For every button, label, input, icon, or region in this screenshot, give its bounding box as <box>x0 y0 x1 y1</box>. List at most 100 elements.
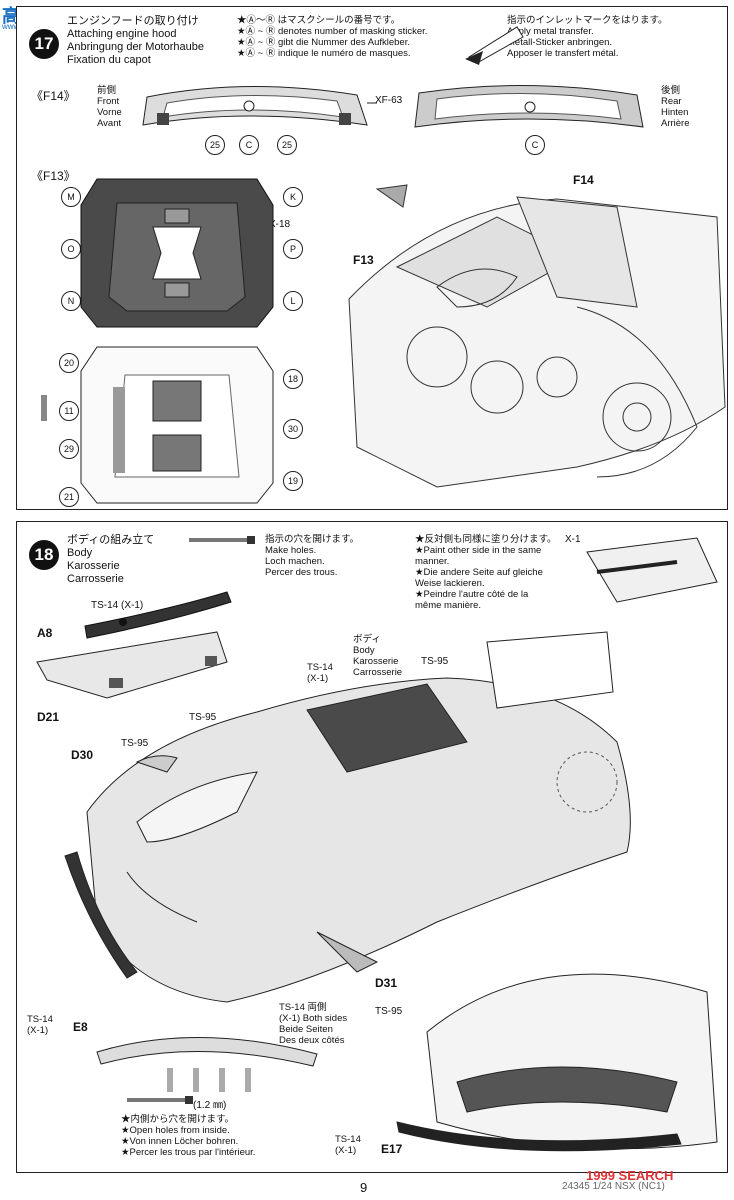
front-bumper-view <box>396 973 718 1152</box>
label-line: Arrière <box>661 118 690 129</box>
title-jp: エンジンフードの取り付け <box>67 15 199 27</box>
label-line: TS-14 <box>335 1134 361 1145</box>
page-number: 9 <box>360 1180 368 1195</box>
inside-holes-note: ★内側から穴を開けます。 ★Open holes from inside. ★V… <box>121 1114 255 1158</box>
label-line: Front <box>97 96 120 107</box>
step-17-title: エンジンフードの取り付け Attaching engine hood Anbri… <box>67 15 204 67</box>
note-line: ★Ⓐ ~ Ⓡ gibt die Nummer des Aufkleber. <box>237 37 410 48</box>
f14-rear-part <box>414 84 644 128</box>
part-f13-label: F13 <box>353 253 374 267</box>
both-sides-note: TS-14 両側 (X-1) Both sides Beide Seiten D… <box>279 1002 347 1046</box>
f13-hood-part <box>80 178 274 328</box>
mask-callout: C <box>239 135 259 155</box>
drill-size: (1.2 ㎜) <box>193 1100 227 1111</box>
decal-callout-11: 11 <box>59 401 79 421</box>
label-line: Karosserie <box>353 656 399 667</box>
part-e17-label: E17 <box>381 1142 403 1156</box>
label-line: Beide Seiten <box>279 1024 333 1035</box>
step-18-drawings <box>36 536 718 1152</box>
label-line: Vorne <box>97 107 122 118</box>
note-line: ★Paint other side in the same <box>415 545 542 556</box>
mask-callout-m: M <box>61 187 81 207</box>
f14-label: 《F14》 <box>31 89 76 103</box>
step-17-number: 17 <box>29 29 59 59</box>
note-line: ★反対側も同様に塗り分けます。 <box>415 534 557 545</box>
part-f14-label: F14 <box>573 173 594 187</box>
label-line: Avant <box>97 118 122 129</box>
note-line: 指示のインレットマークをはります。 <box>507 15 668 26</box>
note-line: Apposer le transfert métal. <box>507 48 619 59</box>
car-body-illustration <box>64 631 631 1003</box>
label-line: TS-14 両側 <box>279 1002 327 1013</box>
note-line: ★Die andere Seite auf gleiche <box>415 567 543 578</box>
paint-other-side-note: ★反対側も同様に塗り分けます。 ★Paint other side in the… <box>415 534 557 611</box>
decal-callout-21: 21 <box>59 487 79 507</box>
title-jp: ボディの組み立て <box>67 534 155 546</box>
metal-transfer-note: 指示のインレットマークをはります。 Apply metal transfer. … <box>507 15 668 59</box>
label-line: TS-14 <box>27 1014 53 1025</box>
note-line: manner. <box>415 556 450 567</box>
f13-hood-decal-view <box>41 346 274 504</box>
ts95-paint-d31: TS-95 <box>375 1006 403 1017</box>
label-line: (X-1) <box>307 673 329 684</box>
step-18-title: ボディの組み立て Body Karosserie Carrosserie <box>67 534 154 586</box>
engine-bay-illustration <box>348 184 726 488</box>
title-fr: Fixation du capot <box>67 54 151 66</box>
part-d21-label: D21 <box>37 710 60 724</box>
label-line: (X-1) Both sides <box>279 1013 348 1024</box>
note-line: ★Ⓐ ~ Ⓡ indique le numéro de masques. <box>237 48 411 59</box>
title-en: Attaching engine hood <box>67 28 177 40</box>
note-line: Loch machen. <box>265 556 325 567</box>
masking-note: ★Ⓐ～Ⓡ はマスクシールの番号です。 ★Ⓐ ~ Ⓡ denotes number… <box>237 15 427 59</box>
body-label: ボディ Body Karosserie Carrosserie <box>353 634 402 678</box>
drill-bit-icon <box>127 1096 193 1104</box>
f13-label: 《F13》 <box>31 169 76 183</box>
title-de: Anbringung der Motorhaube <box>67 41 204 53</box>
step-17-drawings <box>41 26 726 504</box>
note-line: Percer des trous. <box>265 567 338 578</box>
decal-callout: 25 <box>205 135 225 155</box>
ts14-roof-paint: TS-14 (X-1) <box>307 662 333 684</box>
label-line: 前側 <box>97 85 117 96</box>
label-line: TS-14 <box>307 662 333 673</box>
mask-callout-k: K <box>283 187 303 207</box>
label-line: ボディ <box>353 634 381 645</box>
title-fr: Carrosserie <box>67 573 124 585</box>
note-line: même manière. <box>415 600 481 611</box>
note-line: 指示の穴を開けます。 <box>265 534 360 545</box>
label-line: Rear <box>661 96 682 107</box>
mask-callout-l: L <box>283 291 303 311</box>
kit-code: 24345 1/24 NSX (NC1) <box>562 1181 665 1192</box>
make-holes-note: 指示の穴を開けます。 Make holes. Loch machen. Perc… <box>265 534 359 578</box>
label-line: 後側 <box>661 85 681 96</box>
decal-callout: 25 <box>277 135 297 155</box>
step-17-panel: 17 エンジンフードの取り付け Attaching engine hood An… <box>16 6 728 510</box>
ts95-paint-d21: TS-95 <box>189 712 217 723</box>
note-line: ★Percer les trous par l'intérieur. <box>121 1147 256 1158</box>
note-line: Make holes. <box>265 545 317 556</box>
part-e8-label: E8 <box>73 1020 88 1034</box>
front-label: 前側 Front Vorne Avant <box>97 85 122 129</box>
decal-callout-19: 19 <box>283 471 303 491</box>
ts14-e17-paint: TS-14 (X-1) <box>335 1134 361 1156</box>
part-d30-label: D30 <box>71 748 94 762</box>
part-d31-label: D31 <box>375 976 398 990</box>
ts14-x1-paint: TS-14 (X-1) <box>91 600 144 611</box>
note-line: ★Peindre l'autre côté de la <box>415 589 529 600</box>
mask-callout: C <box>525 135 545 155</box>
note-line: ★Ⓐ ~ Ⓡ denotes number of masking sticker… <box>237 26 428 37</box>
note-line: ★Von innen Löcher bohren. <box>121 1136 239 1147</box>
label-line: Body <box>353 645 375 656</box>
note-line: Weise lackieren. <box>415 578 485 589</box>
note-line: ★Open holes from inside. <box>121 1125 230 1136</box>
note-line: ★内側から穴を開けます。 <box>121 1114 235 1125</box>
label-line: Des deux côtés <box>279 1035 345 1046</box>
title-de: Karosserie <box>67 560 120 572</box>
step-18-number: 18 <box>29 540 59 570</box>
x18-paint: X-18 <box>269 219 291 230</box>
decal-callout-29: 29 <box>59 439 79 459</box>
f14-front-part <box>142 85 368 126</box>
label-line: Hinten <box>661 107 689 118</box>
xf63-paint: XF-63 <box>375 95 403 106</box>
drill-bit-icon <box>189 536 255 544</box>
